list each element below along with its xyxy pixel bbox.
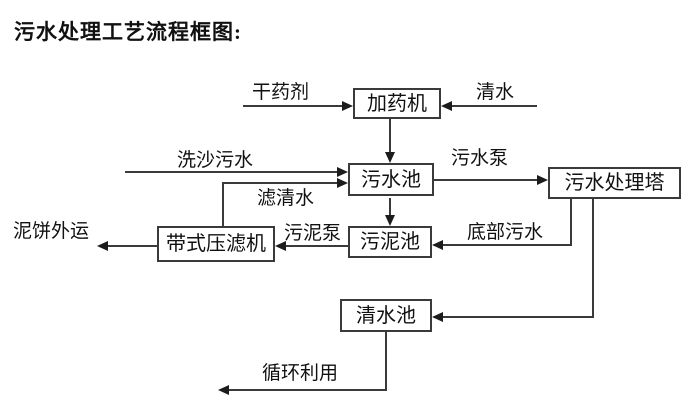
edge-sludge-pump-line [286, 245, 348, 247]
page-title: 污水处理工艺流程框图: [14, 20, 242, 44]
arrowhead-left-icon [275, 241, 286, 251]
flow-label-recycling-use: 循环利用 [262, 363, 339, 384]
arrowhead-right-icon [337, 167, 348, 177]
node-belt-filter-press: 带式压滤机 [157, 226, 275, 262]
node-sludge-pool: 污泥池 [348, 226, 432, 258]
edge-tower-to-clean-vline [592, 199, 594, 318]
edge-filtered-water-vline [222, 182, 224, 226]
arrowhead-right-icon [537, 175, 548, 185]
node-dosing-machine: 加药机 [353, 88, 441, 119]
node-treatment-tower: 污水处理塔 [548, 167, 681, 199]
edge-tower-to-clean-line [443, 316, 594, 318]
flow-label-clean-water: 清水 [476, 82, 515, 103]
flow-label-wastewater-pump: 污水泵 [451, 148, 509, 169]
edge-wastewater-pump-line [434, 179, 538, 181]
edge-recycling-vline [385, 331, 387, 391]
edge-pool-to-sludge-line [389, 198, 391, 216]
arrowhead-right-icon [337, 178, 348, 188]
flow-label-filtered-water: 滤清水 [257, 188, 315, 209]
arrowhead-right-icon [342, 101, 353, 111]
arrowhead-down-icon [385, 215, 395, 226]
flow-label-sand-washing-wastewater: 洗沙污水 [177, 150, 254, 171]
flow-label-bottom-wastewater: 底部污水 [467, 222, 544, 243]
flow-label-sludge-pump: 污泥泵 [284, 223, 342, 244]
edge-clean-water-line [452, 105, 537, 107]
arrowhead-down-icon [385, 152, 395, 163]
edge-sand-washing-line [125, 171, 338, 173]
flow-label-mud-cake-out: 泥饼外运 [13, 221, 90, 242]
arrowhead-left-icon [97, 241, 108, 251]
edge-dosing-to-pool-line [389, 119, 391, 153]
node-wastewater-pool: 污水池 [348, 163, 434, 196]
flow-label-dry-agent: 干药剂 [252, 82, 310, 103]
arrowhead-left-icon [441, 101, 452, 111]
edge-recycling-line [229, 389, 387, 391]
edge-filtered-water-line [222, 182, 338, 184]
edge-bottom-wastewater-vline [570, 199, 572, 246]
arrowhead-left-icon [218, 385, 229, 395]
edge-mud-cake-line [108, 245, 157, 247]
node-clean-water-pool: 清水池 [340, 299, 432, 332]
edge-bottom-wastewater-line [443, 244, 572, 246]
edge-dry-agent-line [243, 105, 343, 107]
arrowhead-left-icon [432, 312, 443, 322]
arrowhead-left-icon [432, 240, 443, 250]
